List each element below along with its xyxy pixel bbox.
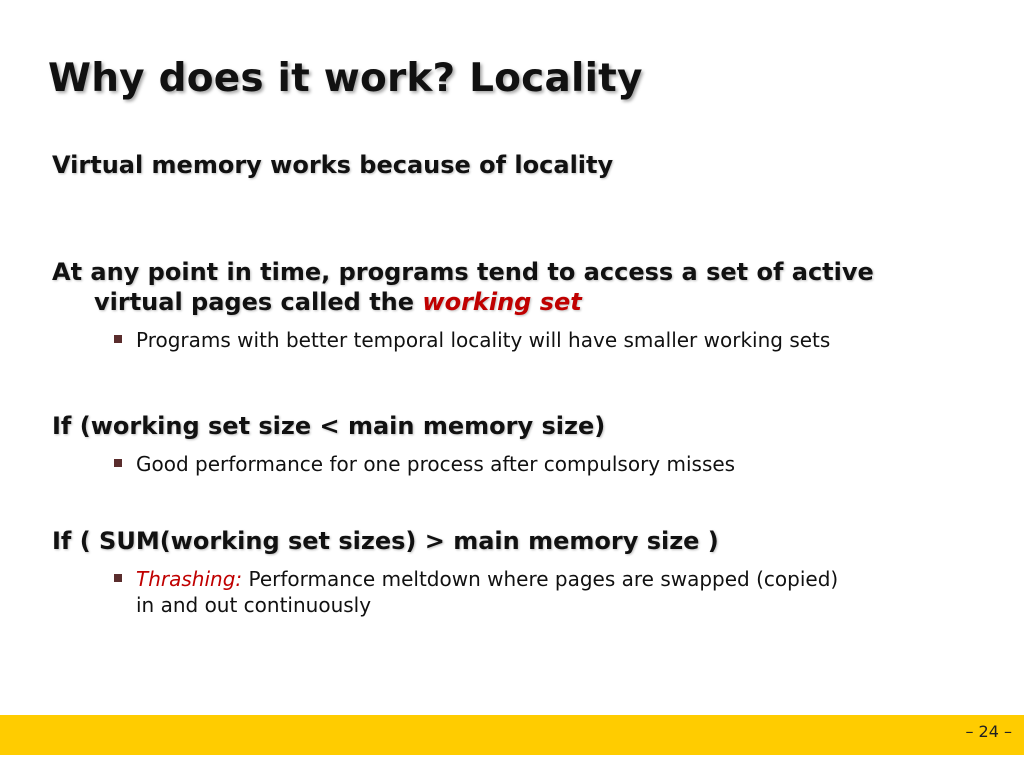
point-working-set-line-2: virtual pages called the working set [52, 287, 982, 318]
point-memory-size-condition: If (working set size < main memory size) [52, 412, 606, 441]
footer-bar: – 24 – [0, 715, 1024, 755]
spacer [52, 181, 982, 257]
spacer [52, 477, 982, 526]
point-working-set: At any point in time, programs tend to a… [52, 257, 982, 318]
slide-content: Virtual memory works because of locality… [52, 150, 982, 618]
point-working-set-line-1: At any point in time, programs tend to a… [52, 257, 874, 286]
slide-number: – 24 – [965, 722, 1012, 741]
thrashing-term: Thrashing: [136, 566, 243, 591]
subpoint-thrashing-line-1: Thrashing: Performance meltdown where pa… [136, 566, 982, 592]
subpoint-thrashing-line-2: in and out continuously [136, 592, 372, 617]
subpoint-text: Good performance for one process after c… [136, 451, 736, 476]
subpoint-temporal-locality: Programs with better temporal locality w… [114, 327, 982, 353]
subpoint-text: Programs with better temporal locality w… [136, 328, 831, 353]
subpoint-thrashing: Thrashing: Performance meltdown where pa… [114, 566, 982, 618]
subpoint-good-performance: Good performance for one process after c… [114, 451, 982, 477]
square-bullet-icon [114, 573, 122, 582]
page-title: Why does it work? Locality [48, 56, 643, 101]
square-bullet-icon [114, 335, 122, 344]
point-working-set-prefix: virtual pages called the [94, 288, 415, 317]
working-set-term: working set [422, 288, 582, 317]
square-bullet-icon [114, 458, 122, 467]
point-sum-condition: If ( SUM(working set sizes) > main memor… [52, 526, 719, 555]
point-virtual-memory: Virtual memory works because of locality [52, 151, 614, 179]
thrashing-description: Performance meltdown where pages are swa… [248, 566, 839, 591]
spacer [52, 353, 982, 411]
